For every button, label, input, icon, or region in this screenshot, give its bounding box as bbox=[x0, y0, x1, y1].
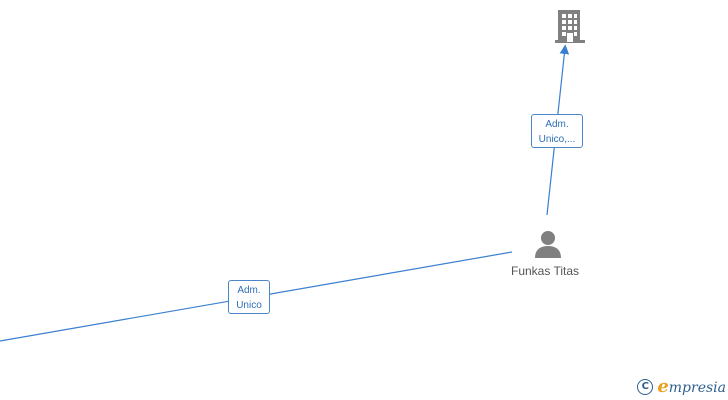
brand-initial: e bbox=[657, 376, 669, 397]
edge-label-offscreen-person[interactable]: Adm. Unico bbox=[228, 280, 270, 314]
person-icon bbox=[535, 231, 561, 258]
company-node[interactable] bbox=[555, 8, 585, 44]
footer-brand: C empresia bbox=[637, 376, 726, 397]
edge-label-person-company[interactable]: Adm. Unico,... bbox=[531, 114, 583, 148]
edge-label-line: Adm. bbox=[545, 119, 569, 130]
person-name-label[interactable]: Funkas Titas bbox=[511, 264, 580, 278]
edge-label-line: Adm. bbox=[237, 285, 261, 296]
brand-logo[interactable]: empresia bbox=[657, 376, 726, 397]
building-icon bbox=[555, 10, 585, 43]
edge-label-line: Unico bbox=[236, 300, 262, 311]
person-node[interactable] bbox=[533, 229, 563, 259]
brand-name: mpresia bbox=[668, 380, 726, 396]
copyright-icon: C bbox=[637, 378, 654, 395]
edge-label-line: Unico,... bbox=[538, 134, 576, 145]
